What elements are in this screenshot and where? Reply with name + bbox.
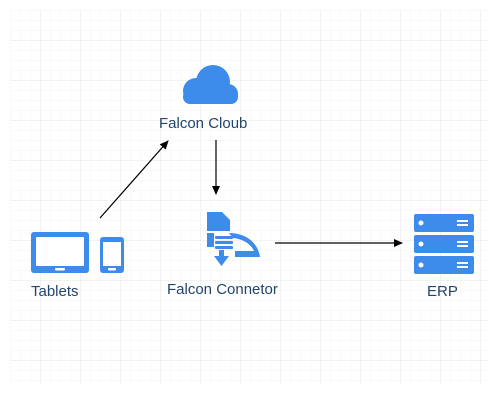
phone-icon xyxy=(100,237,124,273)
cloud-icon xyxy=(183,65,238,104)
cloud-label: Falcon Cloub xyxy=(159,115,248,132)
edge-tablets-to-cloud xyxy=(99,140,169,219)
connector-label: Falcon Connetor xyxy=(167,281,278,298)
tablets-label: Tablets xyxy=(31,283,79,300)
grid-background xyxy=(10,10,488,385)
erp-label: ERP xyxy=(427,283,458,300)
tablet-icon xyxy=(31,232,89,273)
server-stack-icon xyxy=(414,214,474,274)
connector-icon xyxy=(207,212,260,266)
